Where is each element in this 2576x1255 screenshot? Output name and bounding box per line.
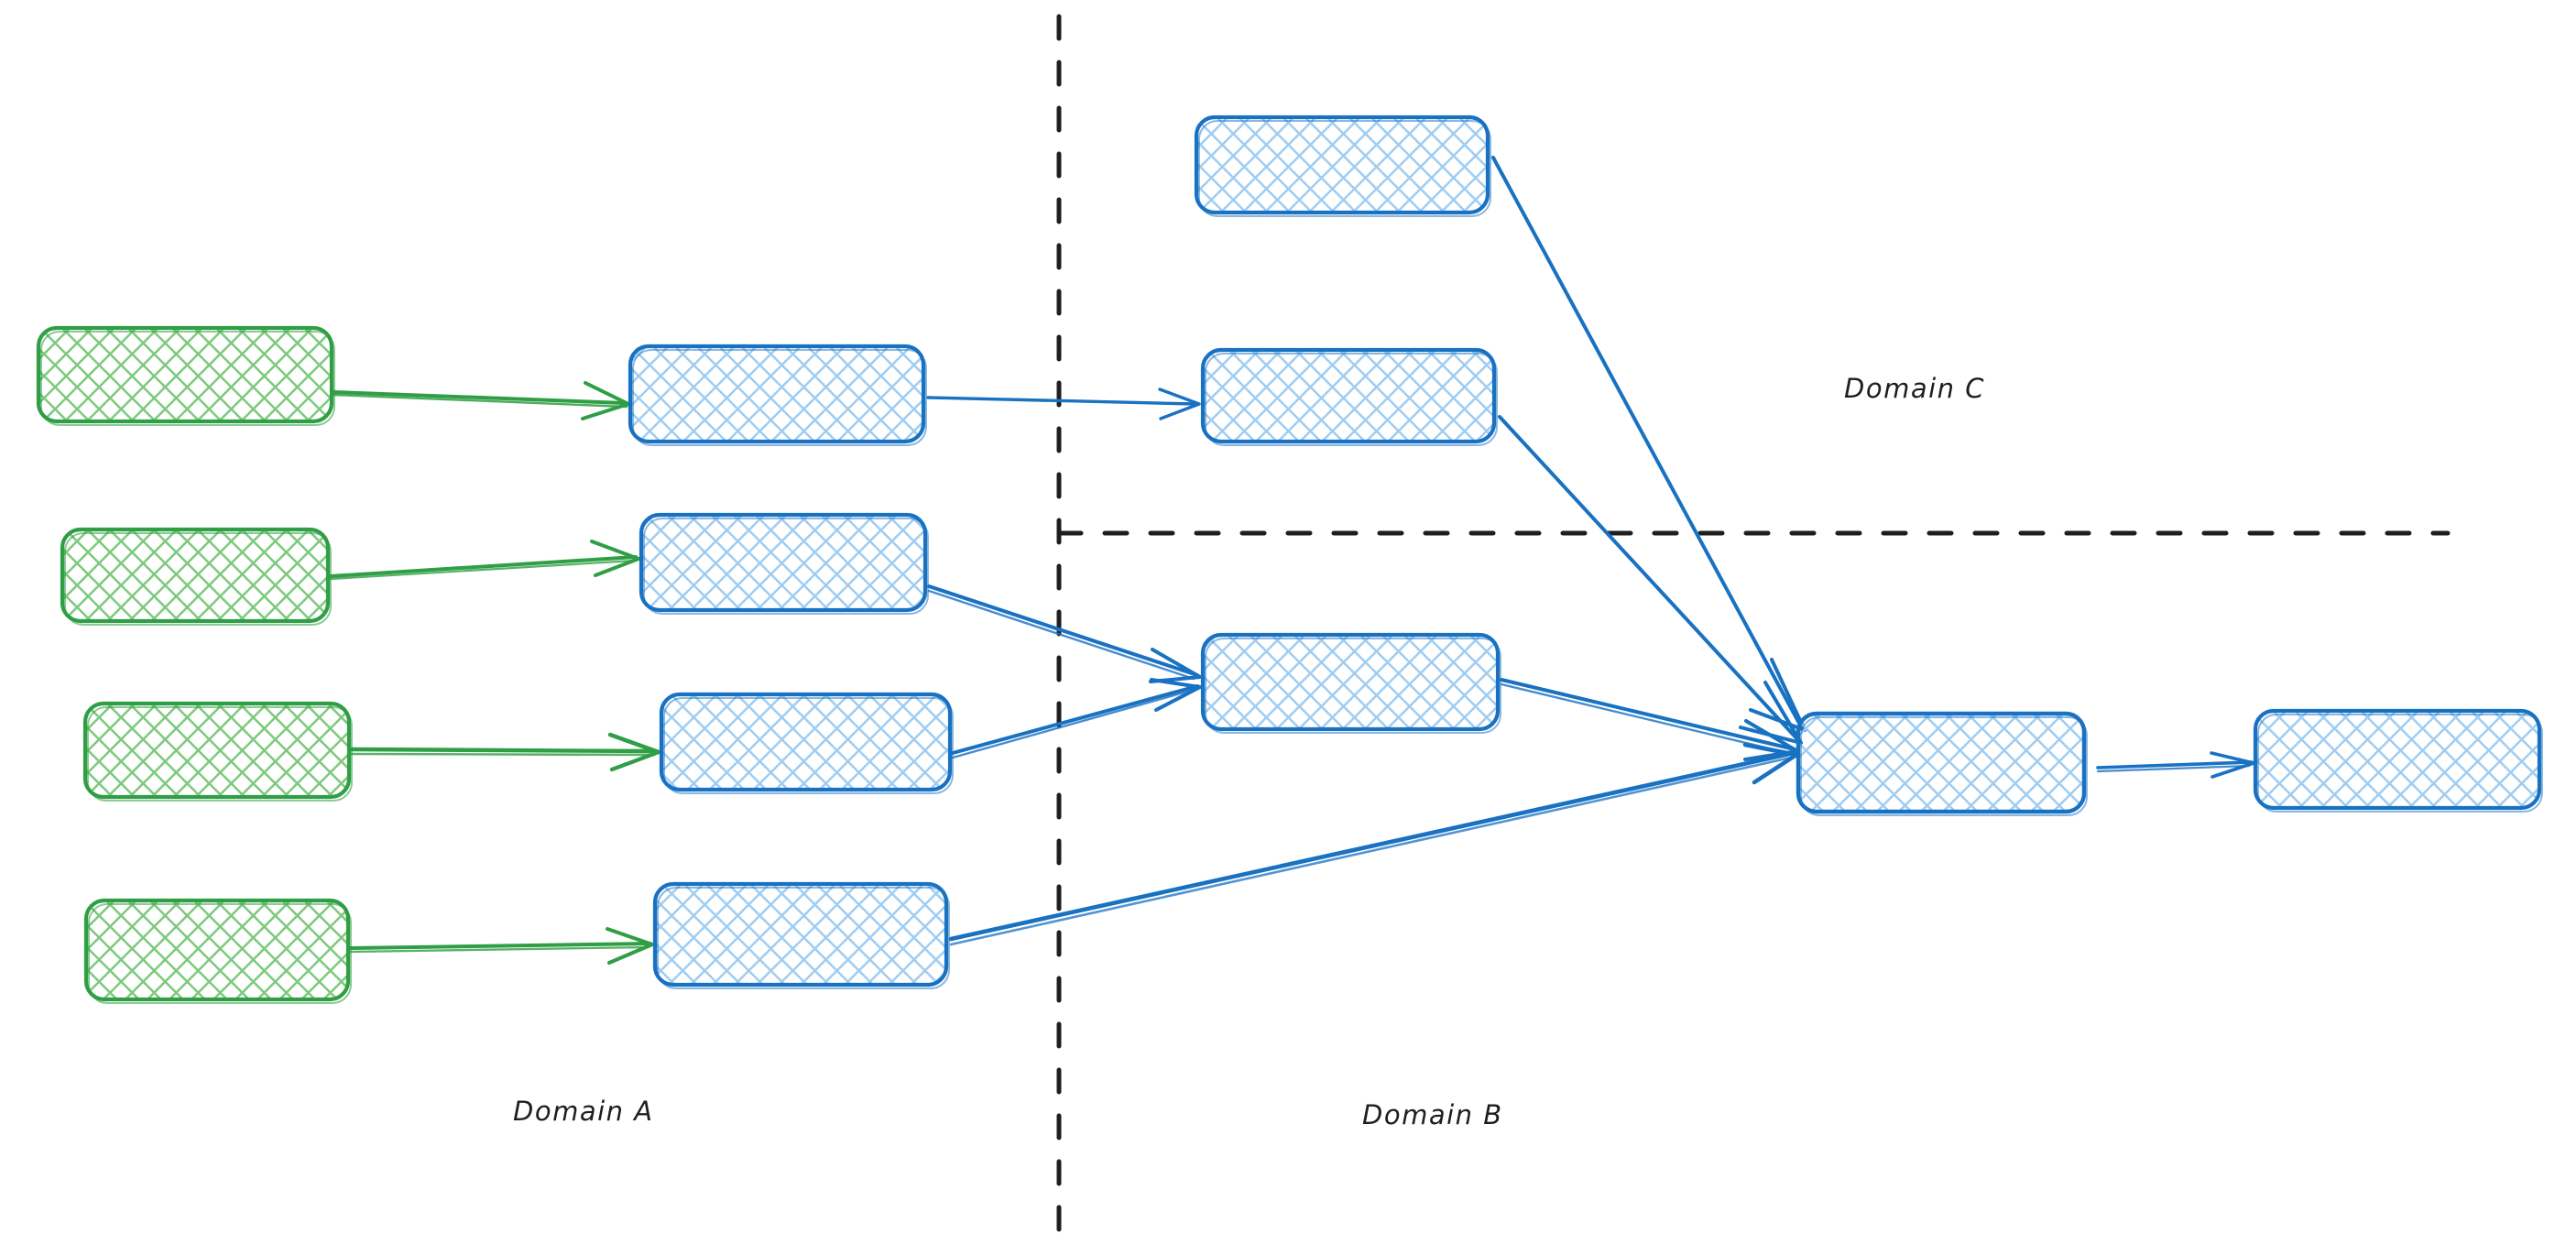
edge-b4-hub[interactable] — [948, 742, 1799, 946]
node-c3[interactable] — [1200, 632, 1501, 734]
node-b1[interactable] — [628, 344, 927, 446]
node-a4[interactable] — [83, 898, 352, 1004]
domain-label-a: Domain A — [513, 1096, 654, 1127]
edge-group — [329, 156, 2255, 965]
node-group — [36, 115, 2543, 1004]
node-a2[interactable] — [60, 527, 332, 626]
edge-a2-b2[interactable] — [329, 540, 640, 581]
node-b2[interactable] — [639, 512, 929, 615]
node-c2[interactable] — [1200, 347, 1498, 446]
edge-b1-c2[interactable] — [926, 387, 1201, 420]
edge-b2-c3[interactable] — [927, 584, 1202, 683]
node-a3[interactable] — [82, 701, 353, 802]
edge-a3-b3[interactable] — [348, 732, 661, 772]
edge-a4-b4[interactable] — [349, 927, 654, 965]
node-hub[interactable] — [1796, 711, 2088, 816]
edge-b3-c3[interactable] — [951, 678, 1202, 759]
edge-a1-b1[interactable] — [332, 381, 630, 420]
edge-hub-out[interactable] — [2096, 751, 2255, 779]
domain-label-c: Domain C — [1844, 373, 1985, 404]
domain-label-b: Domain B — [1362, 1099, 1503, 1130]
node-b3[interactable] — [659, 692, 954, 794]
node-a1[interactable] — [36, 325, 335, 426]
node-b4[interactable] — [652, 881, 950, 989]
node-out[interactable] — [2253, 708, 2543, 813]
edge-c1-hub[interactable] — [1491, 156, 1806, 732]
node-c1[interactable] — [1194, 115, 1491, 217]
